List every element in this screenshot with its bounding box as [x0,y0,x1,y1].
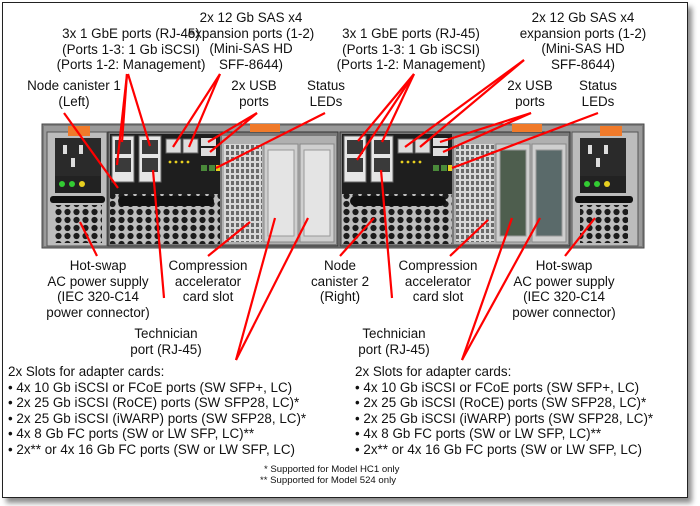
label-line: ports [515,93,545,109]
label-line: card slot [182,289,234,304]
adapter-slot-item: • 4x 10 Gb iSCSI or FCoE ports (SW SFP+,… [355,379,640,395]
label-line: (IEC 320-C14 [57,289,139,304]
adapter-slot-item: • 4x 8 Gb FC ports (SW or LW SFP, LC)** [355,426,602,442]
label-line: Hot-swap [69,258,127,273]
label-line: Hot-swap [535,258,593,273]
label-status-leds-left: Status LEDs [298,78,354,109]
label-line: (IEC 320-C14 [523,289,605,304]
label-usb-left: 2x USB ports [224,78,284,109]
label-compression-right: Compression accelerator card slot [390,258,486,305]
adapter-slots-right: 2x Slots for adapter cards: • 4x 10 Gb i… [355,364,653,458]
adapter-slot-item: • 2x 25 Gb iSCSI (iWARP) ports (SW SFP28… [355,410,654,426]
label-line: 2x USB [231,78,277,93]
adapter-slot-item: • 4x 10 Gb iSCSI or FCoE ports (SW SFP+,… [8,379,293,395]
power-connector-left-icon [55,138,101,176]
label-line: AC power supply [47,273,149,289]
label-line: (Mini-SAS HD [541,41,625,56]
adapter-slots-left: 2x Slots for adapter cards: • 4x 10 Gb i… [8,364,306,458]
adapter-slot-item: • 2x 25 Gb iSCSI (RoCE) ports (SW SFP28,… [355,395,647,411]
label-gbe-ports-right: 3x 1 GbE ports (RJ-45) (Ports 1-3: 1 Gb … [330,26,492,73]
label-line: (Left) [58,93,90,109]
label-line: Node canister 1 [27,78,121,93]
adapter-slot-item: • 2x 25 Gb iSCSI (RoCE) ports (SW SFP28,… [8,395,300,411]
label-node-canister-2: Node canister 2 (Right) [304,258,376,305]
label-psu-right: Hot-swap AC power supply (IEC 320-C14 po… [506,258,622,320]
label-status-leds-right: Status LEDs [570,78,626,109]
label-line: Status [579,78,617,93]
label-line: Status [307,78,345,93]
label-line: (Mini-SAS HD [209,41,293,56]
label-line: Compression [168,258,248,273]
label-line: card slot [412,289,464,304]
label-line: Technician [362,326,426,341]
label-technician-port-left: Technician port (RJ-45) [124,326,208,357]
label-compression-left: Compression accelerator card slot [160,258,256,305]
label-line: SFF-8644) [219,56,283,72]
label-line: 3x 1 GbE ports (RJ-45) [62,26,200,41]
label-line: accelerator [174,273,242,289]
adapter-slot-item: • 2x** or 4x 16 Gb FC ports (SW or LW SF… [8,441,295,457]
label-line: expansion ports (1-2) [519,25,647,41]
label-line: ports [239,93,269,109]
label-line: port (RJ-45) [130,341,202,357]
label-line: SFF-8644) [551,56,615,72]
adapter-slot-item: • 4x 8 Gb FC ports (SW or LW SFP, LC)** [8,426,255,442]
label-technician-port-right: Technician port (RJ-45) [352,326,436,357]
label-line: (Ports 1-3: 1 Gb iSCSI) [342,41,480,57]
label-sas-ports-right: 2x 12 Gb SAS x4 expansion ports (1-2) (M… [508,10,658,72]
callout-lines [63,59,599,361]
label-line: Technician [134,326,198,341]
power-connector-right-icon [580,138,626,176]
label-line: LEDs [309,93,343,109]
label-line: 2x USB [507,78,553,93]
label-line: Compression [398,258,478,273]
footnote-524: ** Supported for Model 524 only [260,475,396,486]
label-line: expansion ports (1-2) [187,25,315,41]
adapter-slots-title: 2x Slots for adapter cards: [8,364,165,379]
node-canister-1 [107,124,339,247]
label-line: (Ports 1-2: Management) [56,57,206,72]
label-line: canister 2 [310,273,370,289]
label-psu-left: Hot-swap AC power supply (IEC 320-C14 po… [40,258,156,320]
adapter-slots-title: 2x Slots for adapter cards: [355,364,512,379]
label-line: (Ports 1-2: Management) [336,57,486,72]
psu-vent-left [54,205,102,243]
label-line: Node [323,258,356,273]
label-line: power connector) [512,304,616,320]
footnote-hc1: * Supported for Model HC1 only [264,464,400,475]
label-line: 3x 1 GbE ports (RJ-45) [342,26,480,41]
label-line: 2x 12 Gb SAS x4 [199,10,303,25]
label-line: 2x 12 Gb SAS x4 [531,10,635,25]
label-line: accelerator [404,273,472,289]
label-sas-ports-left: 2x 12 Gb SAS x4 expansion ports (1-2) (M… [176,10,326,72]
label-line: (Right) [319,289,361,304]
label-line: LEDs [581,93,615,109]
label-line: power connector) [46,304,150,320]
label-line: port (RJ-45) [358,341,430,357]
adapter-slot-item: • 2x** or 4x 16 Gb FC ports (SW or LW SF… [355,441,642,457]
footnotes: * Supported for Model HC1 only ** Suppor… [260,464,399,486]
psu-right [571,126,639,247]
adapter-slot-item: • 2x 25 Gb iSCSI (iWARP) ports (SW SFP28… [8,410,307,426]
node-canister-2 [339,124,571,247]
label-line: AC power supply [513,273,615,289]
label-usb-right: 2x USB ports [500,78,560,109]
label-node-canister-1: Node canister 1 (Left) [8,78,140,109]
psu-left [46,126,108,247]
label-gbe-ports-left: 3x 1 GbE ports (RJ-45) (Ports 1-3: 1 Gb … [8,26,254,73]
label-line: (Ports 1-3: 1 Gb iSCSI) [62,41,200,57]
psu-handle-left [68,126,90,136]
